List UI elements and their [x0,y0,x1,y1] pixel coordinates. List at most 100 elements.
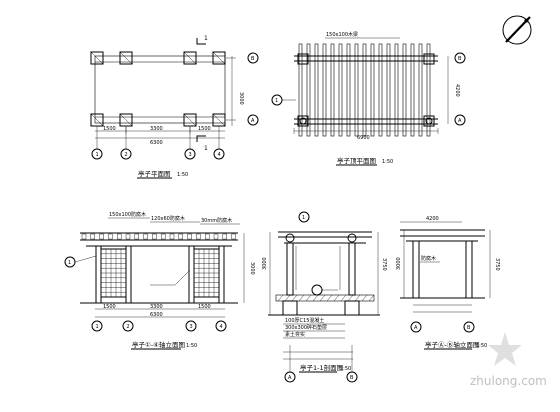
rafter-end [231,233,236,240]
roof-row-b: B [458,56,462,62]
roof-row-a: A [458,118,462,124]
rafter-end [204,233,210,240]
section-note-2: 300x300碎石垫层 [285,324,327,331]
floor-plan-title: 亭子平面图 [138,169,171,178]
rafter-end [81,233,87,240]
plan-dim-2: 3300 [150,126,163,132]
front-note-3: 30mm防腐木 [201,217,232,224]
hatch-line [368,294,375,302]
hatch-line [277,294,284,302]
rafter-end [169,233,175,240]
rafter-end [160,233,166,240]
section-dim-left: 3000 [262,257,268,270]
rafter [418,43,423,137]
section-row-b: B [350,375,354,381]
front-note-1: 150x100防腐木 [109,211,146,218]
front-rafter-ends [81,233,236,240]
side-elevation-title: 亭子Ⓐ-Ⓑ轴立面图 [425,340,479,349]
side-note: 防腐木 [421,255,436,262]
roof-post-markers [297,53,435,127]
front-axis-2: 2 [127,324,130,330]
front-height-dim: 3000 [249,262,255,275]
rafter-end [125,233,131,240]
section-title: 亭子1-1剖面图 [300,363,343,372]
roof-plan: 150x100木梁 6900 4200 B A 1 亭子顶平面图 1:50 [271,31,466,166]
rafter [338,43,343,137]
rafter-end [99,233,104,240]
front-elevation-scale: 1:50 [186,343,197,349]
rafter-end [187,233,192,240]
side-row-a: A [414,325,418,331]
hatch-line [361,294,368,302]
rafter [362,43,367,137]
section-cut-label-bottom: 1 [204,145,208,152]
hatch-line [333,294,340,302]
front-dim-3: 1500 [198,304,211,310]
side-dim-right: 3750 [494,258,500,271]
watermark-logo: zhulong.com [470,332,547,388]
gravel-hatch [277,294,375,302]
rafter [386,43,391,137]
axis-3: 3 [189,152,192,158]
plan-dim-1: 1500 [103,126,116,132]
north-arrow [502,15,532,45]
hatch-line [354,294,361,302]
rafter [330,43,335,137]
front-axis-3: 3 [190,324,193,330]
roof-rafters [298,43,431,137]
post-markers [90,51,226,127]
hatch-line [340,294,347,302]
front-axis-4: 4 [220,324,223,330]
front-note-2: 120x60防腐木 [151,215,185,222]
roof-dim-total: 6900 [357,135,370,141]
floor-plan: 1 1 3000 B A 1500 3300 1500 6300 1 2 3 4… [90,35,259,179]
row-label-a: A [251,118,255,124]
front-elevation-title: 亭子①-④轴立面图 [132,340,185,349]
rafter [346,43,351,137]
lattice-panels [101,249,219,297]
rafter-end [116,233,122,240]
rafter-end [90,233,96,240]
rafter-end [196,233,201,240]
front-dim-total: 6300 [150,312,163,318]
axis-1: 1 [96,152,99,158]
section-note-1: 100厚C15混凝土 [285,317,324,324]
floor-plan-scale: 1:50 [177,172,188,178]
rafter [426,43,431,137]
axis-2: 2 [125,152,128,158]
rafter [298,43,303,137]
section-marker: 1 [302,215,305,221]
plan-side-dim: 3000 [238,92,244,105]
rafter-end [213,233,219,240]
roof-note: 150x100木梁 [326,31,358,38]
rafter [306,43,311,137]
roof-plan-scale: 1:50 [382,159,393,165]
rafter-end [152,233,157,240]
roof-dim-side: 4200 [454,84,460,97]
plan-dim-total: 6300 [150,140,163,146]
hatch-line [312,294,319,302]
row-label-b: B [251,56,255,62]
hatch-line [291,294,298,302]
watermark-text: zhulong.com [470,374,547,388]
section-note-3: 素土夯实 [285,331,305,338]
rafter-end [178,233,184,240]
roof-marker: 1 [275,98,278,104]
rafter [314,43,319,137]
roof-plan-title: 亭子顶平面图 [337,156,376,165]
hatch-line [326,294,333,302]
rafter [402,43,407,137]
hatch-line [319,294,326,302]
rafter-end [143,233,148,240]
hatch-line [305,294,312,302]
rafter [322,43,327,137]
rafter-end [222,233,228,240]
rafter [410,43,415,137]
side-row-b: B [467,325,471,331]
side-elevation-scale: 1:50 [476,343,487,349]
rafter [370,43,375,137]
side-elevation: 4200 防腐木 3000 3750 A B 亭子Ⓐ-Ⓑ轴立面图 1:50 [396,216,500,350]
hatch-line [284,294,291,302]
section-row-a: A [288,375,292,381]
